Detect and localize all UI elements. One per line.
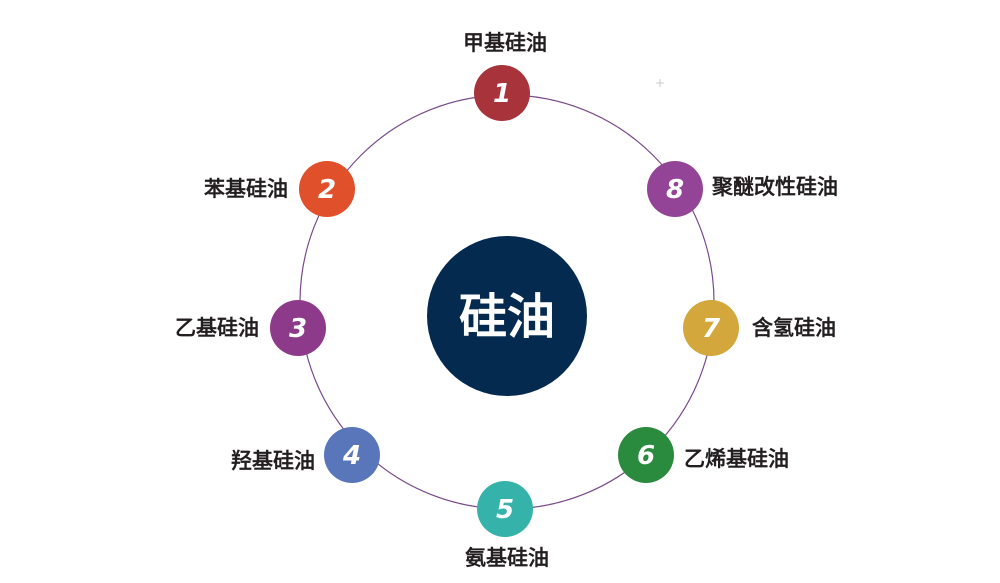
- center-label: 硅油: [459, 289, 555, 345]
- node-6: 6 乙烯基硅油: [618, 427, 789, 483]
- node-label: 氨基硅油: [465, 546, 549, 570]
- node-7: 7 含氢硅油: [683, 300, 836, 356]
- node-number: 1: [493, 79, 511, 109]
- node-label: 聚醚改性硅油: [711, 175, 838, 199]
- node-number: 2: [318, 175, 336, 205]
- node-label: 羟基硅油: [231, 449, 315, 473]
- node-circle: [618, 427, 674, 483]
- node-2: 2 苯基硅油: [203, 161, 355, 217]
- node-number: 3: [289, 314, 307, 344]
- node-label: 苯基硅油: [203, 177, 288, 201]
- node-8: 8 聚醚改性硅油: [647, 161, 838, 217]
- node-4: 4 羟基硅油: [231, 427, 380, 483]
- node-circle: [299, 161, 355, 217]
- node-1: 1 甲基硅油: [463, 31, 547, 121]
- node-number: 4: [342, 441, 361, 471]
- node-number: 7: [702, 314, 721, 344]
- node-number: 5: [496, 495, 514, 525]
- node-circle: [477, 481, 533, 537]
- center-hub: 硅油: [427, 236, 587, 396]
- node-circle: [270, 300, 326, 356]
- node-number: 8: [666, 175, 684, 205]
- node-number: 6: [637, 441, 655, 471]
- node-circle: [324, 427, 380, 483]
- node-label: 甲基硅油: [463, 31, 547, 55]
- node-label: 含氢硅油: [752, 316, 836, 340]
- node-label: 乙烯基硅油: [684, 447, 789, 471]
- plus-decoration: +: [655, 76, 665, 90]
- node-circle: [474, 65, 530, 121]
- center-circle: [427, 236, 587, 396]
- node-3: 3 乙基硅油: [175, 300, 326, 356]
- node-label: 乙基硅油: [175, 316, 259, 340]
- node-5: 5 氨基硅油: [465, 481, 549, 570]
- node-circle: [683, 300, 739, 356]
- node-circle: [647, 161, 703, 217]
